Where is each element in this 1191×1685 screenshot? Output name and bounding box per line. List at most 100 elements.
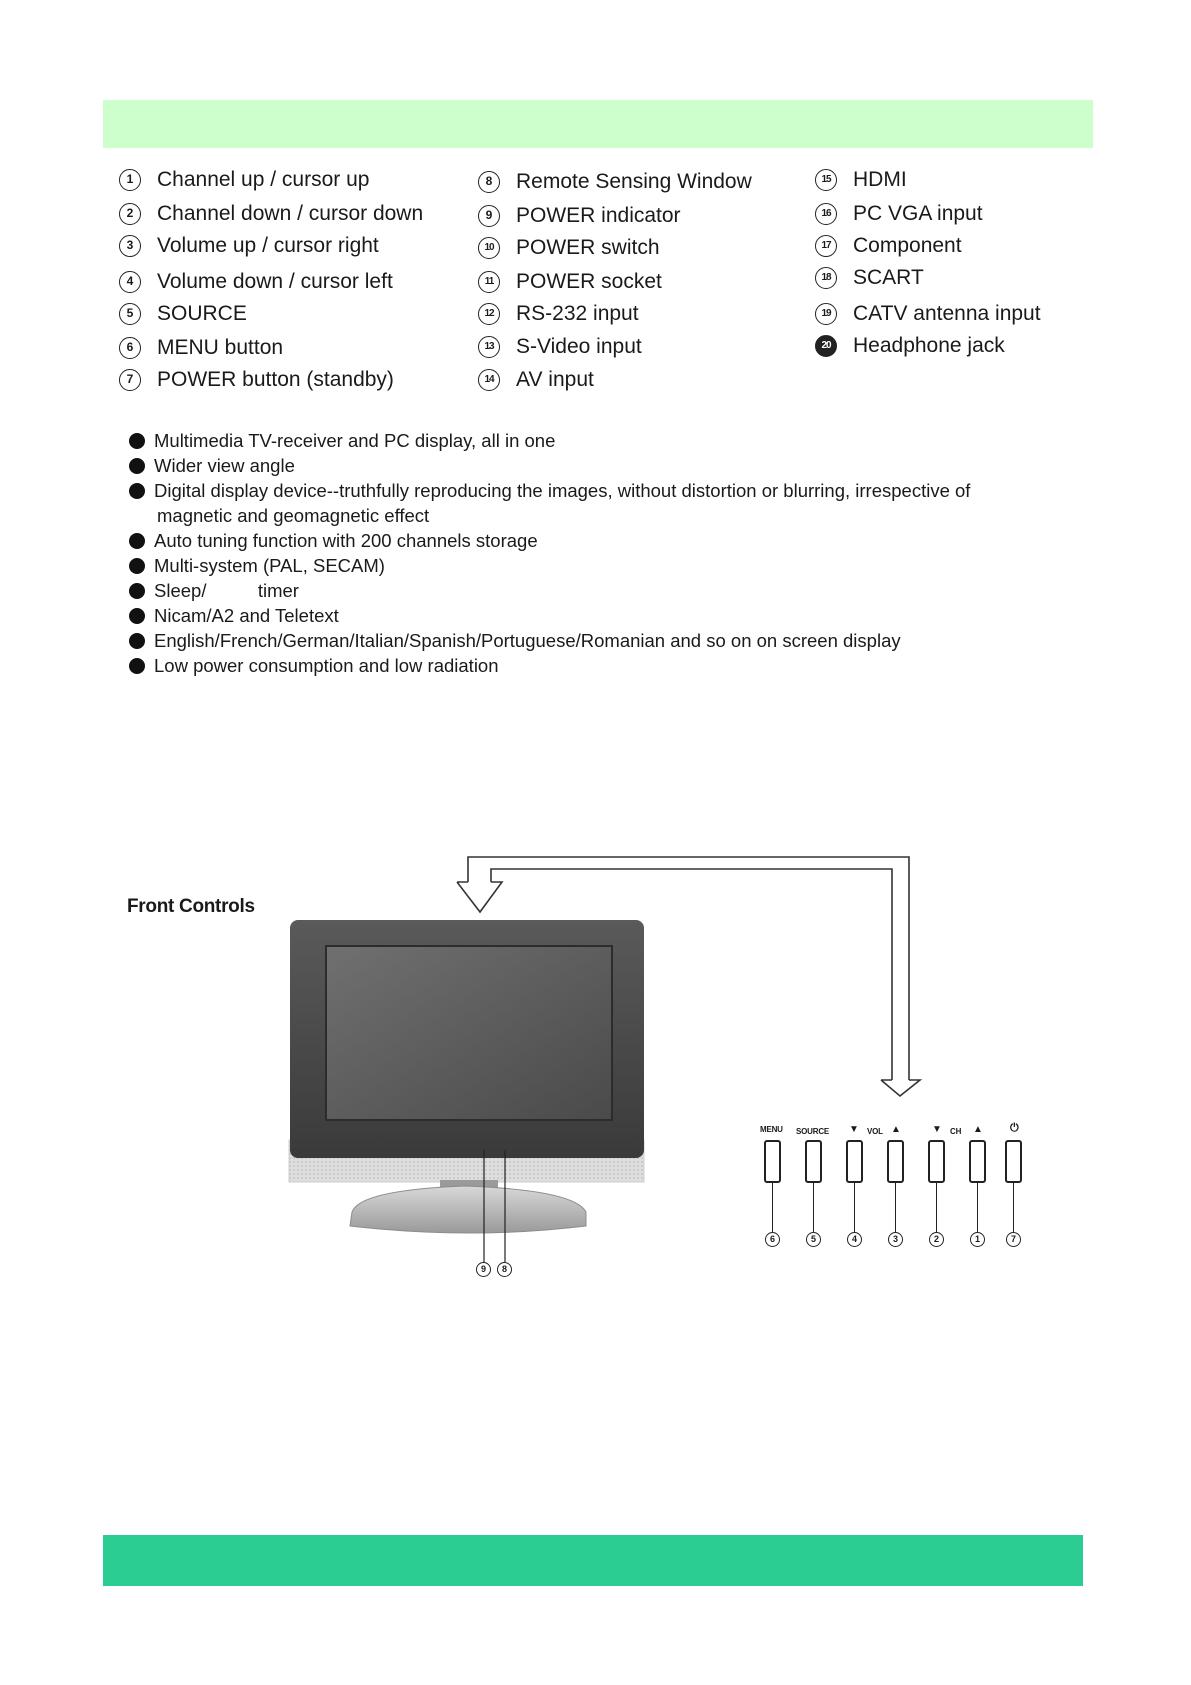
tv-screen bbox=[325, 945, 613, 1121]
legend-item-10: 10 POWER switch bbox=[478, 235, 660, 261]
feature-item: Auto tuning function with 200 channels s… bbox=[127, 528, 1087, 553]
legend-label: HDMI bbox=[853, 168, 907, 191]
legend-number: 17 bbox=[815, 235, 837, 257]
source-label: SOURCE bbox=[796, 1127, 830, 1136]
menu-label: MENU bbox=[760, 1125, 783, 1134]
legend-label: PC VGA input bbox=[853, 202, 983, 225]
callout-number-8: 8 bbox=[497, 1262, 512, 1277]
legend-label: Channel down / cursor down bbox=[157, 202, 424, 225]
vol-up-icon: ▲ bbox=[891, 1124, 901, 1135]
button-number-7: 7 bbox=[1006, 1232, 1021, 1247]
feature-text: Digital display device--truthfully repro… bbox=[154, 480, 971, 501]
button-number-1: 1 bbox=[970, 1232, 985, 1247]
legend-number: 9 bbox=[478, 205, 500, 227]
legend-number: 10 bbox=[478, 237, 500, 259]
legend-label: Volume down / cursor left bbox=[157, 270, 393, 293]
legend-label: POWER switch bbox=[516, 236, 660, 259]
legend-number: 6 bbox=[119, 337, 141, 359]
button-callout-line bbox=[813, 1183, 815, 1232]
legend-item-20: 20 Headphone jack bbox=[815, 333, 1005, 359]
legend-label: SCART bbox=[853, 266, 924, 289]
legend-item-7: 7 POWER button (standby) bbox=[119, 367, 394, 393]
legend-label: Headphone jack bbox=[853, 334, 1005, 357]
legend-number: 16 bbox=[815, 203, 837, 225]
button-number-6: 6 bbox=[765, 1232, 780, 1247]
legend-label: POWER button (standby) bbox=[157, 368, 394, 391]
source-button[interactable] bbox=[805, 1140, 822, 1183]
arrow-outer bbox=[467, 856, 910, 1080]
power-button[interactable] bbox=[1005, 1140, 1022, 1183]
button-callout-line bbox=[895, 1183, 897, 1232]
legend-label: S-Video input bbox=[516, 335, 642, 358]
feature-item: Sleep/ timer bbox=[127, 578, 1087, 603]
menu-button[interactable] bbox=[764, 1140, 781, 1183]
arrow-head-right bbox=[880, 1079, 923, 1098]
ch-down-icon: ▼ bbox=[932, 1124, 942, 1135]
legend-item-16: 16 PC VGA input bbox=[815, 201, 983, 227]
feature-item: Multi-system (PAL, SECAM) bbox=[127, 553, 1087, 578]
ch-label: CH bbox=[950, 1127, 962, 1136]
legend-item-19: 19 CATV antenna input bbox=[815, 301, 1041, 327]
legend-label: AV input bbox=[516, 368, 594, 391]
ch-up-icon: ▲ bbox=[973, 1124, 983, 1135]
legend-number: 18 bbox=[815, 267, 837, 289]
legend-label: CATV antenna input bbox=[853, 302, 1041, 325]
legend-item-2: 2 Channel down / cursor down bbox=[119, 201, 423, 227]
vol-down-icon: ▼ bbox=[849, 1124, 859, 1135]
button-number-2: 2 bbox=[929, 1232, 944, 1247]
vol-up-button[interactable] bbox=[887, 1140, 904, 1183]
power-icon: ⏻ bbox=[1010, 1122, 1019, 1134]
button-number-3: 3 bbox=[888, 1232, 903, 1247]
legend-label: Volume up / cursor right bbox=[157, 234, 379, 257]
legend-number: 5 bbox=[119, 303, 141, 325]
legend-label: POWER indicator bbox=[516, 204, 681, 227]
legend-number: 1 bbox=[119, 169, 141, 191]
feature-text-continuation: magnetic and geomagnetic effect bbox=[157, 505, 430, 526]
ch-up-button[interactable] bbox=[969, 1140, 986, 1183]
button-callout-line bbox=[1013, 1183, 1015, 1232]
legend-number: 19 bbox=[815, 303, 837, 325]
feature-item: Digital display device--truthfully repro… bbox=[127, 478, 1087, 528]
legend-number: 14 bbox=[478, 369, 500, 391]
feature-item: Nicam/A2 and Teletext bbox=[127, 603, 1087, 628]
legend-number: 2 bbox=[119, 203, 141, 225]
legend-number: 12 bbox=[478, 303, 500, 325]
legend-number: 20 bbox=[815, 335, 837, 357]
legend-number: 7 bbox=[119, 369, 141, 391]
button-callout-line bbox=[977, 1183, 979, 1232]
feature-item: Low power consumption and low radiation bbox=[127, 653, 1087, 678]
tv-stand bbox=[349, 1185, 587, 1234]
feature-item: Wider view angle bbox=[127, 453, 1087, 478]
front-controls-title: Front Controls bbox=[127, 896, 255, 917]
feature-item: Multimedia TV-receiver and PC display, a… bbox=[127, 428, 1087, 453]
button-number-4: 4 bbox=[847, 1232, 862, 1247]
legend-item-1: 1 Channel up / cursor up bbox=[119, 167, 369, 193]
legend-item-15: 15 HDMI bbox=[815, 167, 907, 193]
vol-label: VOL bbox=[867, 1127, 883, 1136]
button-callout-line bbox=[936, 1183, 938, 1232]
arrow-head-left bbox=[456, 881, 504, 914]
legend-number: 11 bbox=[478, 271, 500, 293]
legend-number: 3 bbox=[119, 235, 141, 257]
legend-item-3: 3 Volume up / cursor right bbox=[119, 233, 379, 259]
legend-item-18: 18 SCART bbox=[815, 265, 924, 291]
ch-down-button[interactable] bbox=[928, 1140, 945, 1183]
callout-number-9: 9 bbox=[476, 1262, 491, 1277]
legend-label: Channel up / cursor up bbox=[157, 168, 370, 191]
vol-down-button[interactable] bbox=[846, 1140, 863, 1183]
arrow-inner bbox=[490, 868, 893, 1080]
button-number-5: 5 bbox=[806, 1232, 821, 1247]
legend-number: 8 bbox=[478, 171, 500, 193]
button-callout-line bbox=[854, 1183, 856, 1232]
footer-band bbox=[103, 1535, 1083, 1586]
legend-number: 15 bbox=[815, 169, 837, 191]
legend-item-9: 9 POWER indicator bbox=[478, 203, 681, 229]
